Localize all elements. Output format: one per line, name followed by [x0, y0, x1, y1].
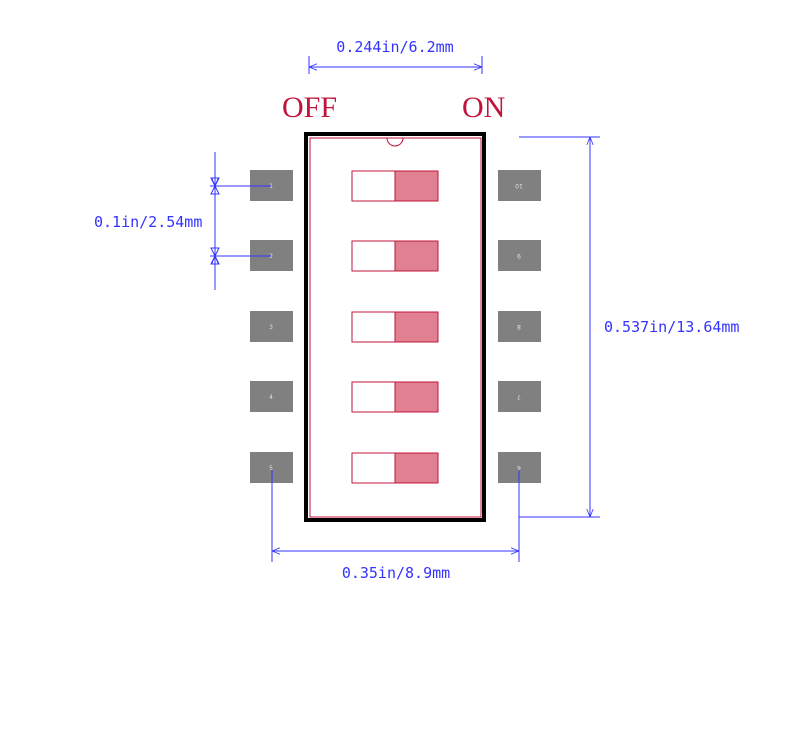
pin-number: 5	[269, 465, 273, 472]
pad-right	[498, 240, 541, 271]
pad-right	[498, 381, 541, 412]
actuator-off-half	[351, 381, 396, 413]
body-width-dimension: 0.244in/6.2mm	[308, 38, 483, 74]
actuator-on-half	[394, 311, 439, 343]
pin-number: 3	[269, 324, 273, 331]
actuator-off-half	[351, 452, 396, 484]
length-label: 0.537in/13.64mm	[604, 318, 739, 336]
actuator-on-half	[394, 170, 439, 202]
pad-left	[250, 381, 293, 412]
actuator-on-half	[394, 240, 439, 272]
pin-number: 10	[515, 182, 523, 189]
switch-actuator	[351, 170, 439, 202]
pin-number: 4	[269, 394, 273, 401]
switch-actuator	[351, 240, 439, 272]
pad-left	[250, 311, 293, 342]
on-label: ON	[462, 91, 505, 124]
actuator-on-half	[394, 452, 439, 484]
switch-actuator	[351, 381, 439, 413]
pitch-label: 0.1in/2.54mm	[94, 213, 202, 231]
pitch-dimension: 0.1in/2.54mm	[94, 152, 271, 290]
actuator-off-half	[351, 170, 396, 202]
pin-number: 8	[517, 323, 521, 330]
pin-number: 6	[517, 464, 521, 471]
pad-right	[498, 311, 541, 342]
switch-actuator	[351, 452, 439, 484]
switch-actuator	[351, 311, 439, 343]
pin-number: 7	[517, 393, 521, 400]
actuator-group	[351, 170, 439, 484]
pad-right	[498, 170, 541, 201]
actuator-off-half	[351, 240, 396, 272]
pad-span-dimension: 0.35in/8.9mm	[271, 470, 520, 582]
switch-body	[304, 132, 486, 522]
body-width-label: 0.244in/6.2mm	[336, 38, 453, 56]
off-label: OFF	[282, 91, 337, 124]
actuator-on-half	[394, 381, 439, 413]
length-dimension: 0.537in/13.64mm	[519, 136, 739, 518]
pin-number: 1	[269, 183, 273, 190]
pin-number: 2	[269, 253, 273, 260]
pin-number: 9	[517, 252, 521, 259]
actuator-off-half	[351, 311, 396, 343]
pin1-notch	[386, 137, 404, 147]
pad-span-label: 0.35in/8.9mm	[342, 564, 450, 582]
